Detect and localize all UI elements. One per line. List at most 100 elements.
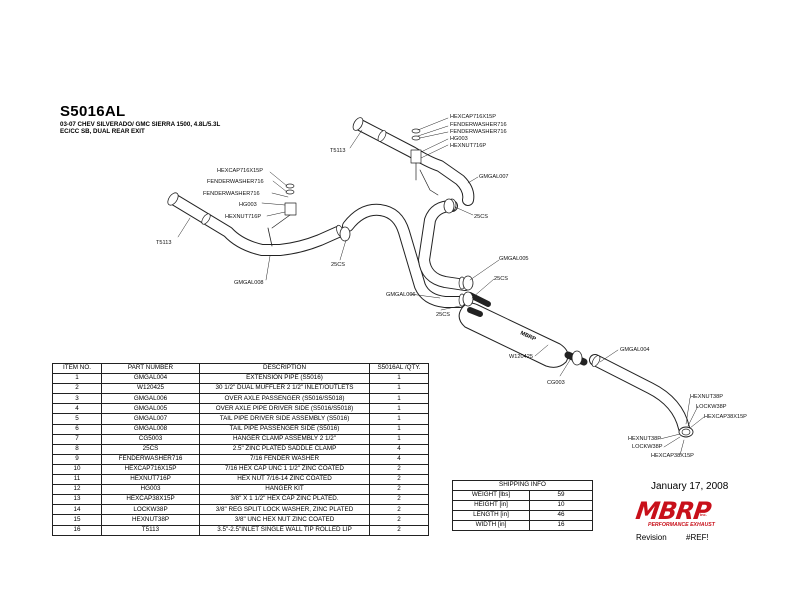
- description-cell: EXTENSION PIPE (S5016): [199, 373, 370, 385]
- item-no-cell: 2: [52, 383, 102, 395]
- callout-fenderwasher-top-1: FENDERWASHER716: [450, 122, 507, 128]
- part-number-cell: GMGAL005: [101, 403, 200, 415]
- shipping-label-cell: LENGTH [in]: [452, 510, 530, 521]
- description-cell: 3.5"-2.5"INLET SINGLE WALL TIP ROLLED LI…: [199, 524, 370, 536]
- callout-hexnut-top: HEXNUT716P: [450, 143, 486, 149]
- callout-gmgal005: GMGAL005: [499, 256, 529, 262]
- qty-cell: 1: [369, 423, 429, 435]
- callout-lockwasher-b: LOCKW38P: [632, 444, 663, 450]
- part-number-cell: GMGAL006: [101, 393, 200, 405]
- part-number-cell: GMGAL004: [101, 373, 200, 385]
- col-part-number: PART NUMBER: [101, 362, 200, 375]
- qty-cell: 2: [369, 524, 429, 536]
- description-cell: 2.5" ZINC PLATED SADDLE CLAMP: [199, 443, 370, 455]
- item-no-cell: 5: [52, 413, 102, 425]
- shipping-title: SHIPPING INFO: [452, 480, 593, 491]
- callout-gmgal007: GMGAL007: [479, 174, 509, 180]
- qty-cell: 1: [369, 433, 429, 445]
- qty-cell: 1: [369, 403, 429, 415]
- part-number-cell: HEXNUT38P: [101, 514, 200, 526]
- item-no-cell: 7: [52, 433, 102, 445]
- description-cell: HEX NUT 7/16-14 ZINC COATED: [199, 474, 370, 486]
- callout-hexcap-left: HEXCAP716X15P: [217, 168, 263, 174]
- callout-gmgal008: GMGAL008: [234, 280, 264, 286]
- revision-label: Revision: [636, 533, 667, 542]
- qty-cell: 2: [369, 463, 429, 476]
- col-item-no: ITEM NO.: [52, 362, 102, 375]
- extension-pipe: [589, 354, 694, 438]
- logo-tagline: PERFORMANCE EXHAUST: [648, 522, 715, 528]
- shipping-label-cell: WIDTH [in]: [452, 520, 530, 531]
- logo-inc: Inc.: [700, 512, 707, 517]
- qty-cell: 1: [369, 383, 429, 395]
- callout-clamp-b: 25CS: [331, 262, 345, 268]
- shipping-row: HEIGHT [in]10: [452, 500, 593, 511]
- description-cell: 3/8" REG SPLIT LOCK WASHER, ZINC PLATED: [199, 504, 370, 516]
- part-number-cell: HEXCAP716X15P: [101, 463, 200, 476]
- description-cell: OVER AXLE PIPE DRIVER SIDE (S5016/S5018): [199, 403, 370, 415]
- description-cell: HANGER CLAMP ASSEMBLY 2 1/2": [199, 433, 370, 445]
- description-cell: 7/16 HEX CAP UNC 1 1/2" ZINC COATED: [199, 463, 370, 476]
- item-no-cell: 4: [52, 403, 102, 415]
- shipping-label-cell: WEIGHT [lbs]: [452, 490, 530, 501]
- callout-hexnut38-b: HEXNUT38P: [628, 436, 661, 442]
- qty-cell: 1: [369, 393, 429, 405]
- part-number-cell: T5113: [101, 524, 200, 536]
- qty-cell: 4: [369, 443, 429, 455]
- callout-fenderwasher-top-2: FENDERWASHER716: [450, 129, 507, 135]
- callout-clamp-d: 25CS: [436, 312, 450, 318]
- qty-cell: 2: [369, 494, 429, 506]
- shipping-row: LENGTH [in]46: [452, 510, 593, 521]
- description-cell: TAIL PIPE DRIVER SIDE ASSEMBLY (S5016): [199, 413, 370, 425]
- description-cell: 7/16 FENDER WASHER: [199, 453, 370, 465]
- item-no-cell: 13: [52, 494, 102, 506]
- qty-cell: 1: [369, 373, 429, 385]
- part-number-cell: GMGAL008: [101, 423, 200, 435]
- drawing-date: January 17, 2008: [651, 481, 729, 492]
- callout-tip-top: T5113: [330, 148, 345, 154]
- revision-value: #REF!: [686, 533, 709, 542]
- hanger-top: [410, 128, 439, 196]
- part-number-cell: HG003: [101, 484, 200, 496]
- item-no-cell: 1: [52, 373, 102, 385]
- callout-hanger-left: HG003: [239, 202, 257, 208]
- item-no-cell: 15: [52, 514, 102, 526]
- description-cell: 3/8" UNC HEX NUT ZINC COATED: [199, 514, 370, 526]
- shipping-value-cell: 59: [529, 490, 593, 501]
- qty-cell: 4: [369, 453, 429, 465]
- over-axle-pipes: [342, 198, 471, 308]
- callout-hanger-clamp: CG003: [547, 380, 565, 386]
- leader-lines: [177, 117, 705, 456]
- parts-list-table: ITEM NO. PART NUMBER DESCRIPTION S5016AL…: [52, 362, 429, 536]
- shipping-label-cell: HEIGHT [in]: [452, 500, 530, 511]
- col-qty: S5016AL /QTY.: [369, 362, 429, 375]
- callout-clamp-c: 25CS: [494, 276, 508, 282]
- part-number-cell: CG5003: [101, 433, 200, 445]
- part-number-cell: W120425: [101, 383, 200, 395]
- callout-muffler: W120425: [509, 354, 533, 360]
- item-no-cell: 10: [52, 463, 102, 476]
- qty-cell: 2: [369, 514, 429, 526]
- description-cell: OVER AXLE PASSENGER (S5016/S5018): [199, 393, 370, 405]
- saddle-clamps: [339, 198, 583, 366]
- shipping-row: WIDTH [in]16: [452, 520, 593, 531]
- description-cell: HANGER KIT: [199, 484, 370, 496]
- col-description: DESCRIPTION: [199, 362, 370, 375]
- description-cell: 30 1/2" DUAL MUFFLER 2 1/2" INLET/OUTLET…: [199, 383, 370, 395]
- part-number-cell: GMGAL007: [101, 413, 200, 425]
- callout-fenderwasher-left-2: FENDERWASHER716: [203, 191, 260, 197]
- tail-pipe-passenger: [167, 192, 344, 256]
- item-no-cell: 16: [52, 524, 102, 536]
